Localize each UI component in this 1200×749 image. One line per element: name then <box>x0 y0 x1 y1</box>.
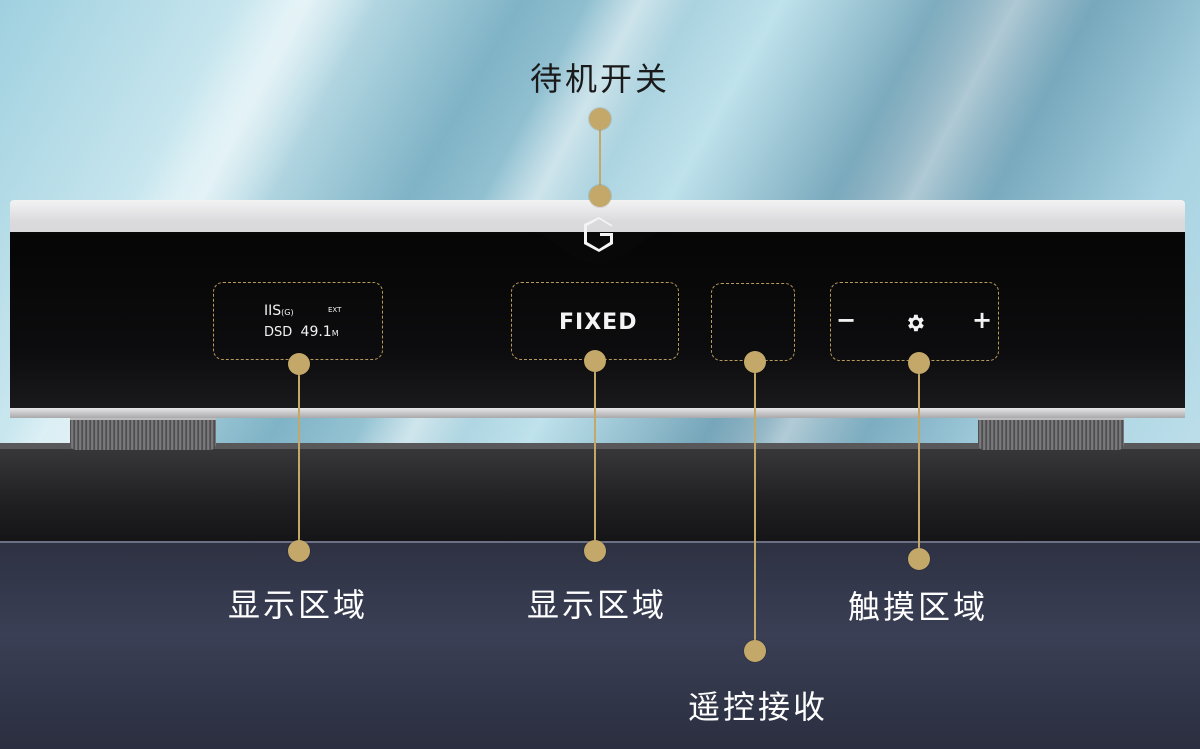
dac-device: IIS(G) EXT DSD 49.1M FIXED − + <box>10 200 1185 418</box>
display-center-callout-line <box>594 361 596 551</box>
standby-callout-dot-top <box>589 108 611 130</box>
remote-callout-dot-top <box>744 351 766 373</box>
front-panel-notch <box>10 232 1185 264</box>
display-rate: 49.1 <box>300 324 332 340</box>
standby-callout-dot-bottom <box>589 185 611 207</box>
touch-callout-line <box>918 363 920 559</box>
shelf-front <box>0 541 1200 749</box>
shelf-top <box>0 443 1200 541</box>
display-center-callout-dot-bottom <box>584 540 606 562</box>
display-left-callout-dot-top <box>288 353 310 375</box>
remote-callout-line <box>754 362 756 651</box>
display-format: DSD <box>264 325 293 340</box>
volume-mode-text: FIXED <box>559 310 638 335</box>
device-bottom-lip <box>10 408 1185 418</box>
remote-receiver-window <box>711 283 795 361</box>
standby-callout-line <box>599 119 601 196</box>
display-center-callout-dot-top <box>584 350 606 372</box>
remote-callout-dot-bottom <box>744 640 766 662</box>
display-input: IIS <box>264 303 282 319</box>
touch-area-label: 触摸区域 <box>847 588 989 626</box>
display-input-line: IIS(G) <box>264 303 294 319</box>
display-area-left-label: 显示区域 <box>227 586 369 624</box>
remote-receiver-label: 遥控接收 <box>687 688 829 726</box>
volume-minus-button[interactable]: − <box>836 306 857 334</box>
display-input-suffix: (G) <box>281 308 294 317</box>
display-rate-unit: M <box>331 329 339 338</box>
touch-callout-dot-bottom <box>908 548 930 570</box>
standby-switch-label: 待机开关 <box>529 60 671 98</box>
standby-logo-icon[interactable] <box>582 214 616 254</box>
volume-plus-button[interactable]: + <box>972 306 993 334</box>
display-ext: EXT <box>328 306 342 314</box>
display-format-line: DSD 49.1M <box>264 324 339 340</box>
display-area-center-label: 显示区域 <box>526 586 668 624</box>
display-area-left-frame <box>213 282 383 360</box>
display-left-callout-line <box>298 364 300 551</box>
gear-icon[interactable] <box>904 312 926 334</box>
touch-callout-dot-top <box>908 352 930 374</box>
display-left-callout-dot-bottom <box>288 540 310 562</box>
shelf-edge <box>0 443 1200 449</box>
